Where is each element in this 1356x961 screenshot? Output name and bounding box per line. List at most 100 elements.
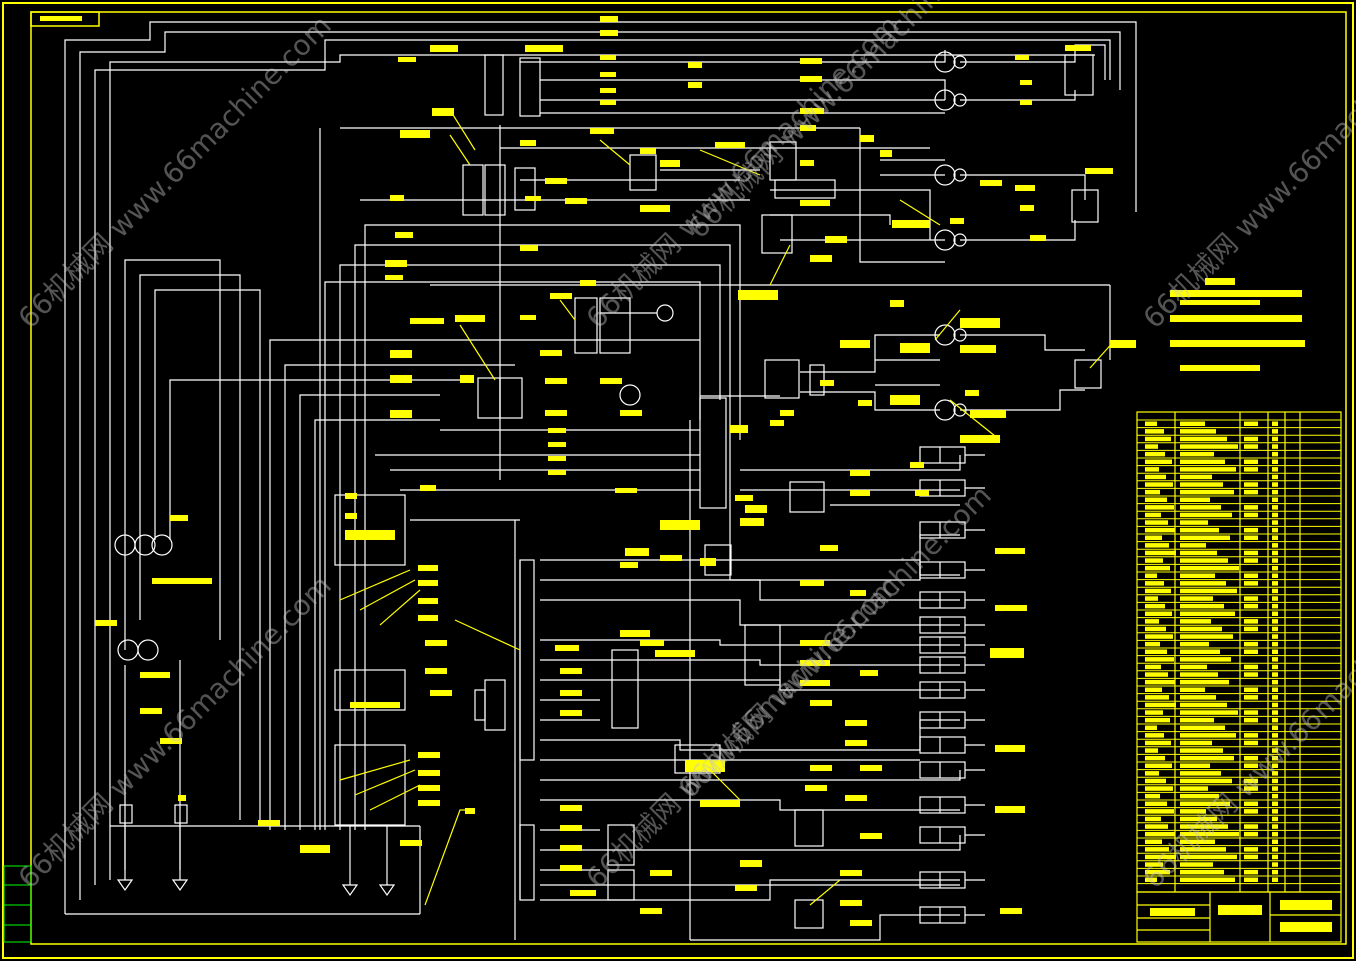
parts-list-cell <box>1180 603 1224 609</box>
corner-tag <box>30 11 100 27</box>
parts-list-cell <box>1180 877 1235 882</box>
parts-list-cell <box>1180 459 1225 464</box>
parts-list-cell <box>1244 603 1258 609</box>
parts-list-cell <box>1272 596 1278 601</box>
label-block <box>398 57 416 62</box>
watermark: 66机械网 www.66machine.com <box>1137 9 1356 335</box>
label-block <box>910 462 924 468</box>
parts-list-cell <box>1180 421 1205 426</box>
parts-list-cell <box>1145 611 1172 616</box>
label-block <box>860 135 874 142</box>
parts-list-cell <box>1272 831 1278 837</box>
label-block <box>418 752 440 758</box>
actuator-symbol <box>953 403 967 417</box>
label-block <box>800 680 830 686</box>
label-block <box>300 845 330 853</box>
parts-list-cell <box>1272 801 1278 806</box>
parts-list-cell <box>1145 786 1173 791</box>
parts-list-cell <box>1244 687 1258 692</box>
label-block <box>730 425 748 433</box>
label-block <box>620 562 638 568</box>
label-block <box>430 45 458 52</box>
label-block <box>850 920 872 926</box>
parts-list-cell <box>1180 482 1223 487</box>
label-block <box>810 700 832 706</box>
parts-list-cell <box>1272 550 1278 556</box>
parts-list-cell <box>1180 512 1232 518</box>
parts-list-cell <box>1244 527 1258 533</box>
label-block <box>740 518 764 526</box>
parts-list-cell <box>1145 444 1158 449</box>
actuator-symbol <box>953 168 967 182</box>
parts-list-cell <box>1244 459 1258 464</box>
parts-list-cell <box>1180 451 1214 457</box>
label-block <box>600 55 616 60</box>
label-block <box>258 820 280 826</box>
label-block <box>400 130 430 138</box>
parts-list-cell <box>1272 664 1278 670</box>
parts-list-cell <box>1272 573 1278 578</box>
parts-list-cell <box>1272 603 1278 609</box>
parts-list-cell <box>1244 649 1258 654</box>
parts-list-cell <box>1244 573 1258 578</box>
parts-list-cell <box>1244 672 1258 677</box>
watermark: 66机械网 www.66machine.com <box>12 569 338 895</box>
parts-list-cell <box>1272 809 1278 814</box>
parts-list-cell <box>1145 535 1162 540</box>
actuator-symbol <box>953 328 967 342</box>
parts-list-cell <box>1272 482 1278 487</box>
label-block <box>850 590 866 596</box>
parts-list-cell <box>1272 535 1278 540</box>
label-block <box>800 125 816 131</box>
label-block <box>810 255 832 262</box>
parts-list-cell <box>1272 459 1278 464</box>
parts-list-cell <box>1145 467 1159 472</box>
parts-list-cell <box>1272 626 1278 632</box>
parts-list-cell <box>1244 550 1258 556</box>
parts-list-cell <box>1180 657 1231 662</box>
label-block <box>520 245 538 251</box>
parts-list-cell <box>1180 550 1217 556</box>
label-block <box>770 420 784 426</box>
parts-list-cell <box>1244 436 1258 442</box>
parts-list-cell <box>1145 793 1160 799</box>
parts-list-cell <box>1145 505 1174 510</box>
parts-list-cell <box>1180 641 1209 647</box>
parts-list-cell <box>1272 543 1278 548</box>
parts-list-cell <box>1272 634 1278 639</box>
cylinder-symbol <box>919 761 966 779</box>
leader-lines <box>339 109 1116 906</box>
parts-list-cell <box>1272 755 1278 761</box>
parts-list-cell <box>1145 550 1176 556</box>
parts-list-cell <box>1145 847 1169 852</box>
label-block <box>980 180 1002 186</box>
parts-list-cell <box>1272 717 1278 723</box>
parts-list-cell <box>1145 831 1175 837</box>
parts-list-cell <box>1145 527 1175 533</box>
parts-list-cell <box>1145 634 1173 639</box>
parts-list-cell <box>1145 603 1165 609</box>
parts-list-cell <box>1244 710 1258 715</box>
label-block <box>845 740 867 746</box>
parts-list-cell <box>1244 664 1258 670</box>
parts-list-cell <box>1180 489 1234 495</box>
label-block <box>548 456 566 461</box>
parts-list-cell <box>1145 763 1172 768</box>
label-block <box>840 900 862 906</box>
label-block <box>1015 185 1035 191</box>
parts-list-cell <box>1180 565 1239 571</box>
label-block <box>418 785 440 791</box>
parts-list-cell <box>1145 421 1157 426</box>
parts-list-cell <box>1180 687 1205 692</box>
label-block <box>545 410 567 416</box>
parts-list-cell <box>1180 505 1221 510</box>
parts-list-cell <box>1244 535 1258 540</box>
parts-list-cell <box>1145 862 1163 867</box>
parts-list-cell <box>1145 520 1168 525</box>
parts-list-cell <box>1244 755 1258 761</box>
label-block <box>820 545 838 551</box>
parts-list-cell <box>1244 854 1258 860</box>
cylinder-symbol <box>919 826 966 844</box>
parts-list-cell <box>1180 801 1230 806</box>
label-block <box>970 410 1006 418</box>
